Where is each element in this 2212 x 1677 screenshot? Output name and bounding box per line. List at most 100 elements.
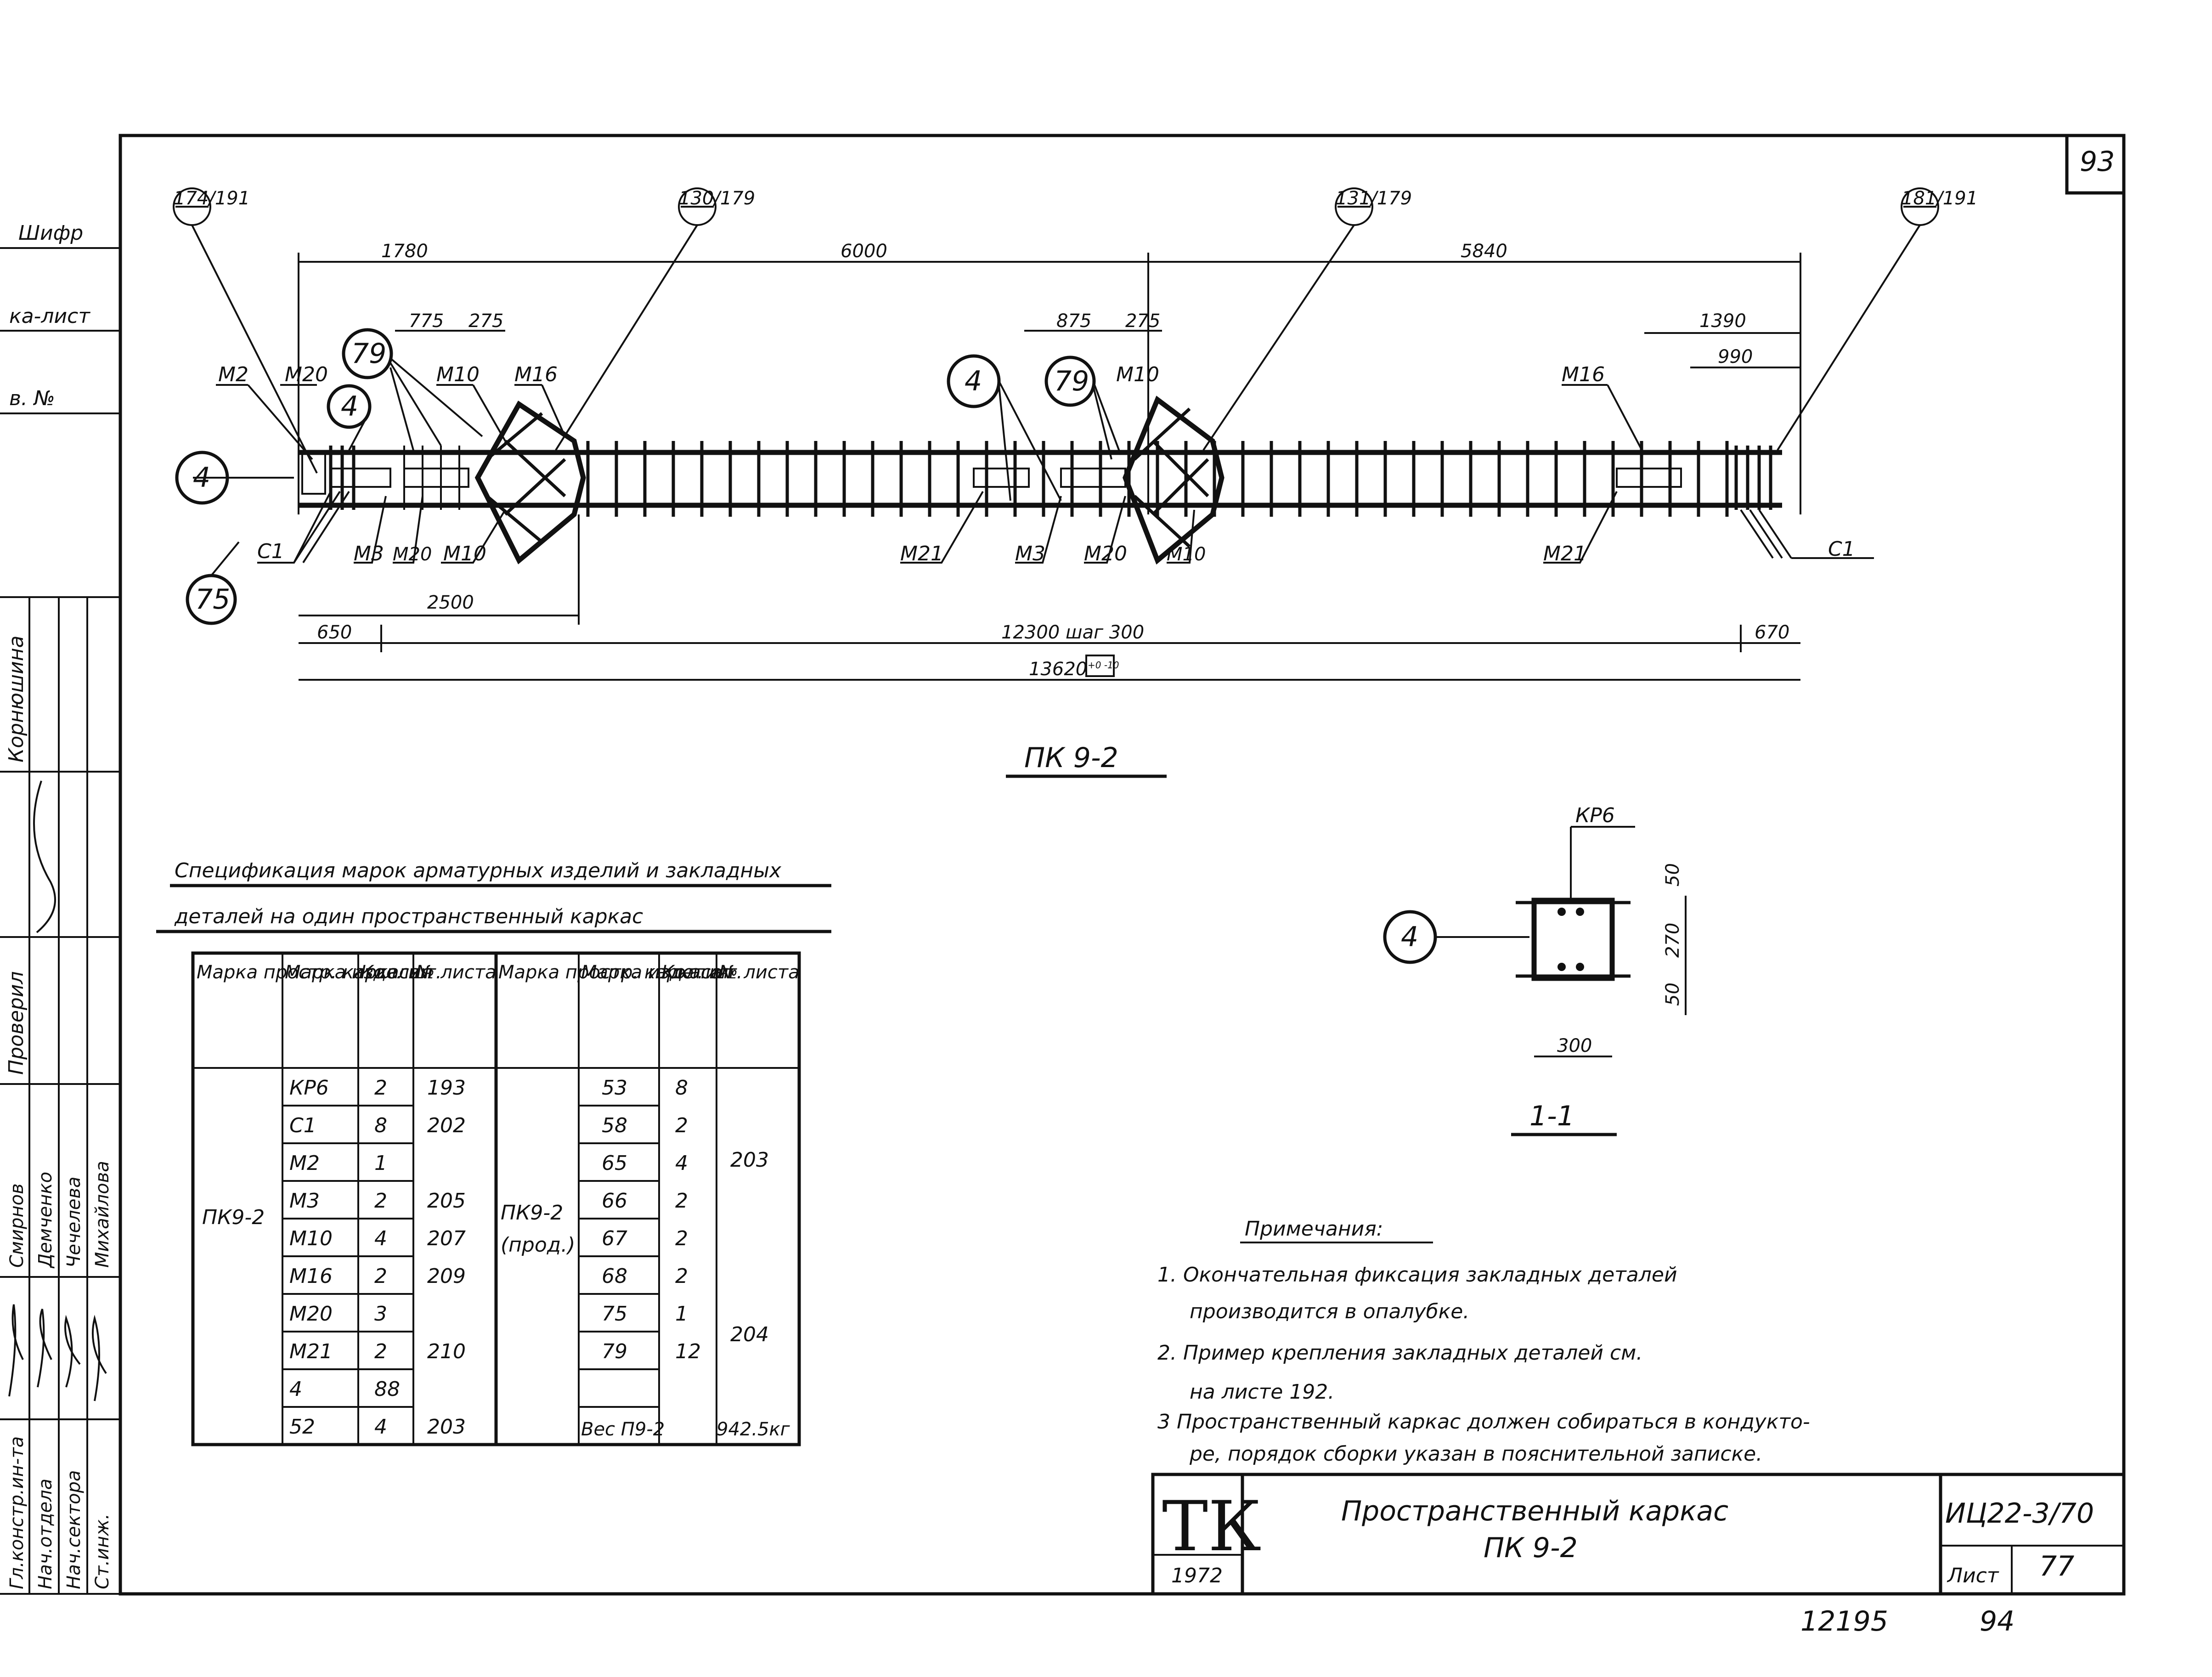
spec-left-qty: 4 xyxy=(374,1227,387,1250)
left-strip: Шифр ка-лист в. № Корнюшина Проверил Гл.… xyxy=(0,221,120,1595)
spec-frame-left: ПК9-2 xyxy=(202,1206,265,1229)
title-year: 1972 xyxy=(1171,1564,1223,1587)
mark-M20-top: М20 xyxy=(285,363,328,386)
sheet-frame xyxy=(118,134,2126,1596)
cone-left xyxy=(474,401,586,565)
svg-text:174/191: 174/191 xyxy=(174,188,250,209)
svg-text:300: 300 xyxy=(1557,1035,1592,1056)
spec-frame-right-2: (прод.) xyxy=(501,1233,575,1257)
mark-M21-right: М21 xyxy=(1543,542,1586,565)
note-3: 3 Пространственный каркас должен собират… xyxy=(1157,1410,1810,1434)
callout-4: 181/191 xyxy=(1901,187,1978,226)
mark-M2: М2 xyxy=(218,363,248,386)
end-left xyxy=(301,446,469,510)
mark-M16-top: М16 xyxy=(514,363,558,386)
dim-5840: 5840 xyxy=(1461,241,1507,262)
spec-right-qty: 2 xyxy=(675,1189,688,1213)
signature-1 xyxy=(8,1304,24,1397)
dim-1390: 1390 xyxy=(1699,311,1746,332)
circle-79-left: 79 xyxy=(342,328,393,379)
spec-left-mark: М16 xyxy=(289,1265,333,1288)
callout-3: 131/179 xyxy=(1335,187,1412,226)
spec-frame-right: ПК9-2 xyxy=(501,1201,563,1225)
svg-text:79: 79 xyxy=(1054,365,1089,397)
spec-head-4: № листа xyxy=(415,962,497,983)
spec-right-mark: 67 xyxy=(602,1227,627,1250)
spec-left-qty: 2 xyxy=(374,1189,387,1213)
mark-M10-center: М10 xyxy=(1167,544,1206,565)
strip-name-3: Чечелева xyxy=(63,1176,85,1268)
signature-5 xyxy=(33,780,56,933)
spec-left-mark: 4 xyxy=(289,1378,302,1401)
title-code: ИЦ22-3/70 xyxy=(1945,1497,2094,1530)
spec-right-qty: 4 xyxy=(675,1152,688,1175)
svg-text:4: 4 xyxy=(965,365,982,397)
spec-left-qty: 88 xyxy=(374,1378,400,1401)
corner-number: 93 xyxy=(2080,146,2115,178)
spec-head-2: Марка изделия xyxy=(285,962,432,983)
spec-left-qty: 1 xyxy=(374,1152,387,1175)
spec-left-mark: М2 xyxy=(289,1152,320,1175)
note-1: 1. Окончательная фиксация закладных дета… xyxy=(1157,1263,1677,1287)
title-block: ТК 1972 Пространственный каркас ПК 9-2 И… xyxy=(1151,1473,2126,1596)
plan-title: ПК 9-2 xyxy=(1024,742,1118,774)
title-sheet-label: Лист xyxy=(1947,1564,1999,1587)
spec-left-sheet: 209 xyxy=(427,1265,466,1288)
strip-name-4: Михайлова xyxy=(92,1161,113,1268)
dim-875: 875 xyxy=(1056,311,1091,332)
svg-text:50: 50 xyxy=(1662,863,1683,886)
svg-text:4: 4 xyxy=(341,390,358,423)
logo-TK: ТК xyxy=(1162,1487,1261,1567)
svg-text:4: 4 xyxy=(193,462,210,494)
circle-4-center: 4 xyxy=(947,354,1001,408)
dim-13620: 13620 xyxy=(1029,659,1087,680)
strip-checker-name: Корнюшина xyxy=(5,636,28,762)
spec-right-mark: 75 xyxy=(602,1302,627,1326)
spec-title-2: деталей на один пространственный каркас xyxy=(174,905,643,928)
dim-670: 670 xyxy=(1755,622,1789,643)
spec-left-sheet: 207 xyxy=(427,1227,466,1250)
note-2: 2. Пример крепления закладных деталей см… xyxy=(1157,1341,1642,1365)
mark-M10-top-2: М10 xyxy=(1116,363,1159,386)
svg-text:130/179: 130/179 xyxy=(679,188,755,209)
cone-center xyxy=(1123,395,1224,565)
notes-title: Примечания: xyxy=(1245,1217,1383,1241)
spec-left-qty: 2 xyxy=(374,1076,387,1100)
callout-1: 174/191 xyxy=(173,187,250,226)
spec-left-mark: М10 xyxy=(289,1227,333,1250)
circle-4-small: 4 xyxy=(327,384,372,429)
svg-text:79: 79 xyxy=(351,338,386,370)
spec-sheet-204: 204 xyxy=(730,1323,769,1346)
note-1b: производится в опалубке. xyxy=(1190,1300,1469,1323)
spec-left-qty: 2 xyxy=(374,1265,387,1288)
section-view: КР6 4 50 270 50 300 1-1 xyxy=(1383,804,1687,1136)
strip-box-1: Шифр xyxy=(18,221,83,245)
svg-text:75: 75 xyxy=(195,583,230,615)
spec-right-mark: 68 xyxy=(602,1265,627,1288)
mark-M3-center: М3 xyxy=(1015,542,1045,565)
mark-M21-center: М21 xyxy=(900,542,943,565)
spec-left-mark: С1 xyxy=(289,1114,316,1137)
mark-C1-right: С1 xyxy=(1828,537,1855,561)
tolerance: +0 -10 xyxy=(1088,660,1119,671)
stirrups xyxy=(403,441,1729,517)
dim-6000: 6000 xyxy=(841,241,887,262)
section-mark: КР6 xyxy=(1575,804,1615,827)
dim-275b: 275 xyxy=(1125,311,1160,332)
spec-right-mark: 66 xyxy=(602,1189,627,1213)
dim-2500: 2500 xyxy=(427,592,474,613)
circle-75: 75 xyxy=(186,574,237,625)
spec-left-qty: 2 xyxy=(374,1340,387,1363)
spec-right-qty: 2 xyxy=(675,1265,688,1288)
strip-name-1: Смирнов xyxy=(6,1183,28,1268)
circle-4-left: 4 xyxy=(175,451,229,505)
title-name-2: ПК 9-2 xyxy=(1484,1532,1578,1564)
spec-left-sheet: 203 xyxy=(427,1415,466,1439)
svg-text:270: 270 xyxy=(1662,923,1683,958)
dim-775: 775 xyxy=(409,311,444,332)
signature-4 xyxy=(91,1315,107,1401)
spec-left-mark: М20 xyxy=(289,1302,333,1326)
dim-990: 990 xyxy=(1718,346,1753,367)
